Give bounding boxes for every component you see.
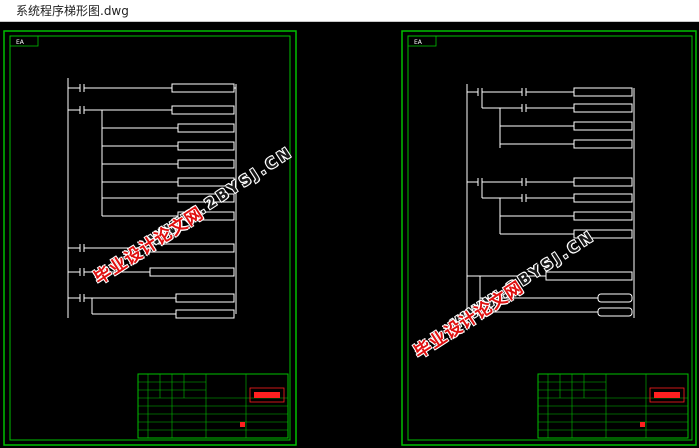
rung-4	[68, 267, 235, 277]
drawing-canvas[interactable]: EA	[0, 22, 699, 448]
right-rung-group-b	[467, 177, 633, 239]
rung-5	[68, 293, 235, 319]
title-block-left	[137, 373, 289, 439]
sheet-left: EA	[3, 30, 297, 446]
sheet-right-label: EA	[414, 39, 423, 46]
drawing-svg: EA	[3, 30, 697, 446]
rung-2-group	[68, 105, 235, 221]
right-rung-bottom	[467, 271, 633, 317]
sheet-left-inner-frame	[9, 35, 291, 441]
title-block-right	[537, 373, 689, 439]
sheet-right-label-box	[407, 35, 437, 47]
rung-3	[68, 243, 235, 253]
sheet-left-label: EA	[16, 39, 25, 46]
sheet-left-outer-frame	[3, 30, 297, 446]
right-rung-group-a	[467, 87, 633, 149]
sheet-right: EA	[401, 30, 697, 446]
sheet-right-outer-frame	[401, 30, 697, 446]
window-titlebar: 系统程序梯形图.dwg	[0, 0, 699, 22]
rung-1	[68, 83, 236, 93]
sheet-left-label-box	[9, 35, 39, 47]
window-title: 系统程序梯形图.dwg	[16, 4, 129, 18]
sheet-right-inner-frame	[407, 35, 693, 441]
